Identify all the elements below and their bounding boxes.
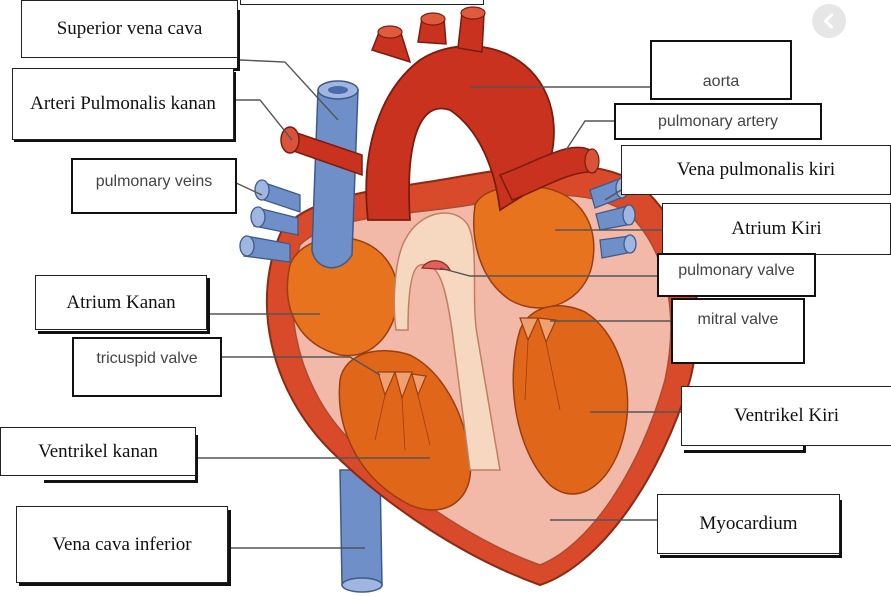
label-text: pulmonary valve	[678, 261, 795, 281]
label-text: Ventrikel Kiri	[734, 404, 839, 428]
label-text: Atrium Kiri	[731, 217, 821, 241]
superior-vena-cava	[312, 81, 358, 268]
label-text: Myocardium	[699, 512, 797, 536]
top-border-fragment	[240, 0, 484, 5]
label-text: Vena pulmonalis kiri	[677, 158, 835, 182]
label-superior-vena-cava: Superior vena cava	[21, 0, 238, 58]
label-text: aorta	[703, 72, 739, 92]
label-atrium-kiri: Atrium Kiri	[662, 203, 891, 255]
label-ventrikel-kiri: Ventrikel Kiri	[681, 386, 891, 446]
label-text: Vena cava inferior	[52, 533, 191, 557]
label-text: pulmonary artery	[658, 112, 778, 132]
label-atrium-kanan: Atrium Kanan	[35, 275, 207, 330]
label-arteri-pulmonalis-kanan: Arteri Pulmonalis kanan	[12, 68, 234, 140]
label-tricuspid-valve: tricuspid valve	[72, 337, 222, 397]
label-text: Atrium Kanan	[66, 291, 175, 315]
chevron-left-icon	[821, 13, 837, 29]
label-vena-pulmonalis-kiri: Vena pulmonalis kiri	[621, 145, 891, 195]
label-pulmonary-veins: pulmonary veins	[71, 158, 237, 214]
label-myocardium: Myocardium	[657, 494, 840, 554]
label-mitral-valve: mitral valve	[671, 298, 805, 364]
label-text: Ventrikel kanan	[38, 440, 158, 464]
label-aorta: aorta	[650, 40, 792, 100]
label-pulmonary-valve: pulmonary valve	[657, 253, 816, 297]
label-pulmonary-artery: pulmonary artery	[614, 103, 822, 140]
label-ventrikel-kanan: Ventrikel kanan	[0, 427, 196, 476]
tricuspid-valve-leaflets	[378, 372, 426, 398]
label-text: Arteri Pulmonalis kanan	[30, 92, 216, 116]
label-text: tricuspid valve	[96, 349, 197, 369]
label-text: Superior vena cava	[57, 17, 203, 41]
label-text: mitral valve	[698, 310, 779, 330]
back-button[interactable]	[812, 4, 846, 38]
label-text: pulmonary veins	[96, 172, 213, 192]
label-vena-cava-inferior: Vena cava inferior	[16, 506, 228, 583]
